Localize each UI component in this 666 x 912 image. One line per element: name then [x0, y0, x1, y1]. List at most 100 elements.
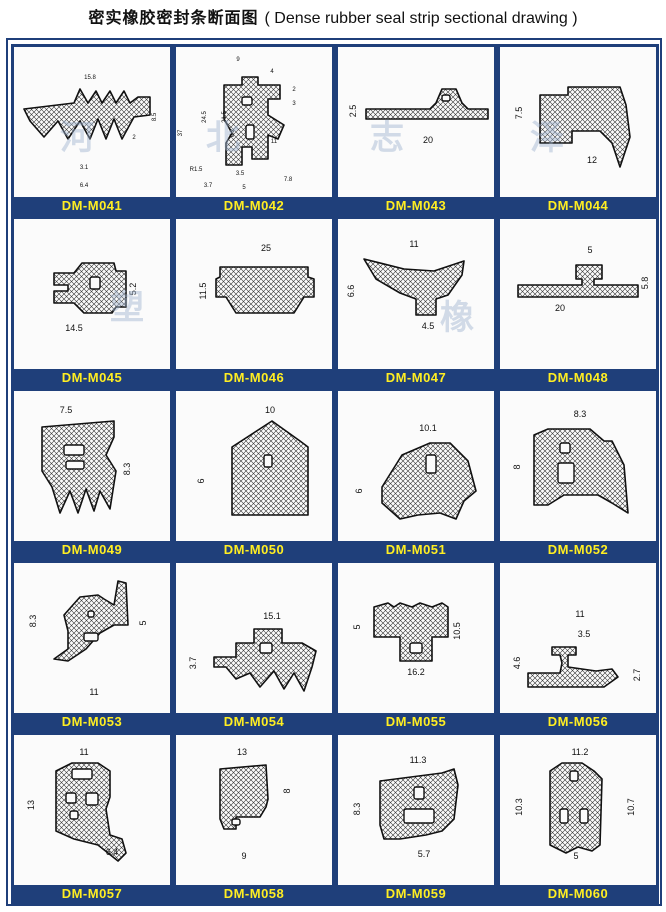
product-code: DM-M049 [61, 542, 123, 557]
dimension-label: 11 [409, 239, 418, 249]
hollow-chamber [245, 124, 255, 140]
dimension-label: 6 [196, 478, 206, 483]
dimension-label: 15.1 [263, 611, 281, 621]
dimension-label: 11 [271, 139, 278, 145]
dimension-label: 11 [575, 609, 584, 619]
hollow-chamber [231, 818, 241, 826]
dimension-label: 5 [242, 185, 246, 191]
dimension-label: 5 [352, 624, 362, 629]
title-chinese: 密实橡胶密封条断面图 [88, 8, 259, 27]
product-code: DM-M056 [547, 714, 609, 729]
hollow-chamber [441, 94, 451, 102]
dimension-label: 6 [354, 488, 364, 493]
hollow-chamber [579, 808, 589, 824]
dimension-label: 3.1 [80, 165, 89, 171]
dimension-label: 5 [573, 851, 578, 861]
profile-outline [549, 762, 603, 854]
dimension-label: 13 [237, 747, 247, 757]
seal-profile-diagram: 113.54.62.7 [512, 609, 642, 688]
seal-profile-diagram: 10.16 [354, 423, 477, 520]
hollow-chamber [403, 808, 435, 824]
seal-profile-diagram: 7.512 [514, 86, 631, 168]
hollow-chamber [65, 792, 77, 804]
product-code: DM-M050 [223, 542, 285, 557]
product-code: DM-M045 [61, 370, 123, 385]
product-code: DM-M057 [61, 886, 123, 901]
hollow-chamber [425, 454, 437, 474]
profile-outline [223, 76, 285, 166]
dimension-label: 7.5 [514, 107, 524, 120]
profile-outline [527, 646, 619, 688]
sectional-drawing: 5 5.8 20 [500, 219, 656, 369]
seal-profile-diagram: 8.38 [512, 409, 629, 514]
dimension-label: 8.3 [28, 615, 38, 628]
profile-outline [379, 768, 459, 840]
page-title: 密实橡胶密封条断面图 ( Dense rubber seal strip sect… [0, 4, 666, 28]
dimension-label: 2 [292, 87, 296, 93]
dimension-label: 3.7 [188, 657, 198, 670]
seal-profile-diagram: 7.58.3 [41, 405, 132, 514]
dimension-label: 9 [241, 851, 246, 861]
profile-outline [517, 264, 639, 298]
product-code: DM-M053 [61, 714, 123, 729]
dimension-label: 24.5 [202, 111, 208, 123]
dimension-label: 10.1 [419, 423, 437, 433]
hollow-chamber [89, 276, 101, 290]
hollow-chamber [557, 462, 575, 484]
dimension-label: 5.8 [640, 277, 650, 290]
dimension-label: 20 [555, 303, 565, 313]
dimension-label: 3.5 [236, 171, 245, 177]
dimension-label: 8 [512, 464, 522, 469]
profile-outline [219, 764, 269, 830]
product-code: DM-M048 [547, 370, 609, 385]
profile-outline [53, 580, 129, 662]
dimension-label: 5 [587, 245, 592, 255]
product-code: DM-M054 [223, 714, 285, 729]
dimension-label: 10.3 [514, 798, 524, 816]
product-code: DM-M047 [385, 370, 447, 385]
product-code: DM-M059 [385, 886, 447, 901]
hollow-chamber [569, 770, 579, 782]
dimension-label: 2 [132, 135, 136, 141]
seal-profile-diagram: 5.214.5 [53, 262, 138, 333]
dimension-label: 11.5 [198, 283, 208, 300]
hollow-chamber [409, 642, 423, 654]
seal-profile-diagram: 11.38.35.7 [352, 755, 459, 859]
dimension-label: 4.5 [422, 321, 435, 331]
dimension-label: 5 [138, 620, 148, 625]
title-english: ( Dense rubber seal strip sectional draw… [264, 10, 578, 27]
hollow-chamber [263, 454, 273, 468]
hollow-chamber [241, 96, 253, 106]
dimension-label: 8.3 [122, 463, 132, 476]
sectional-drawing: 15.1 3.7 [176, 563, 332, 713]
dimension-label: 6.4 [106, 847, 119, 857]
dimension-label: 2.5 [348, 105, 358, 118]
profile-outline [231, 420, 309, 516]
dimension-label: R1.5 [190, 167, 203, 173]
profile-outline [365, 88, 489, 120]
product-code: DM-M042 [223, 198, 285, 213]
product-code: DM-M044 [547, 198, 609, 213]
